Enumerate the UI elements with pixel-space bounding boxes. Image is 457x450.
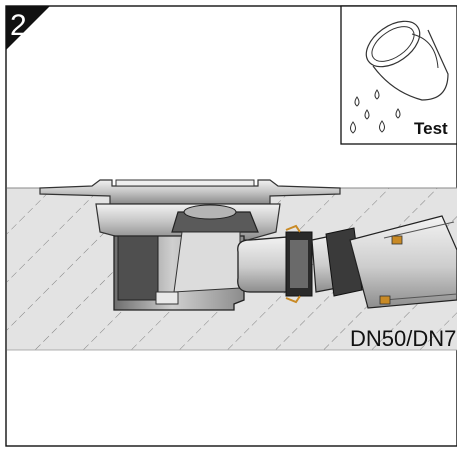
pipe-size-label: DN50/DN70 <box>350 326 457 351</box>
test-label: Test <box>414 119 448 138</box>
step-number-badge: 2 <box>6 6 50 50</box>
step-number: 2 <box>10 9 27 42</box>
water-bowl-test-icon <box>350 20 449 134</box>
floor-drain-body <box>39 179 341 311</box>
water-test-inset: Test <box>340 5 457 145</box>
outlet-pipe <box>237 215 457 309</box>
